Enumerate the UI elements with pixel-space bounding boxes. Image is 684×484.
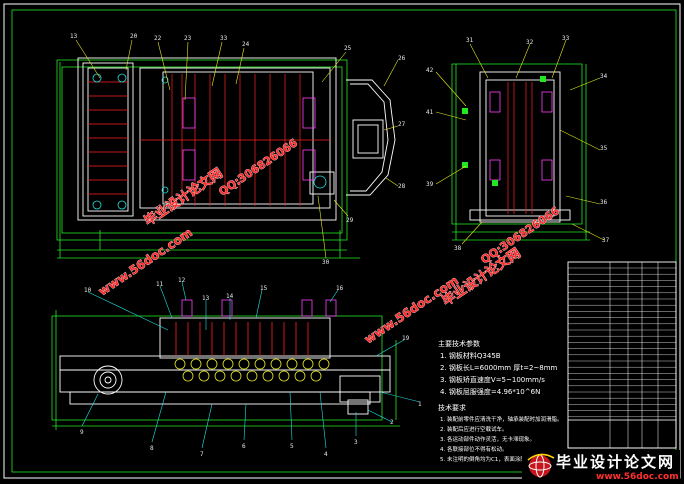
- part-label: 3: [354, 439, 358, 446]
- requirement-line: 4. 各联接部位不得有松动。: [440, 445, 508, 453]
- note-line: 4. 钢板屈服强度=4.96*10^6N: [440, 387, 540, 396]
- part-label: 12: [178, 277, 186, 284]
- part-label: 39: [426, 181, 434, 188]
- part-label: 35: [600, 145, 608, 152]
- part-label: 25: [344, 45, 352, 52]
- part-label: 1: [418, 401, 422, 408]
- part-label: 28: [398, 183, 406, 190]
- globe-logo-icon: [527, 453, 555, 478]
- part-label: 30: [322, 259, 330, 266]
- notes-title: 主要技术参数: [438, 339, 480, 348]
- part-label: 32: [526, 39, 534, 46]
- brand-url: www.56doc.com: [596, 472, 679, 482]
- part-label: 24: [242, 41, 250, 48]
- top-view-labels: 13 20 22 23 33 24 25 26 27 28 29 30: [70, 33, 406, 266]
- part-label: 4: [324, 451, 328, 458]
- part-label: 14: [226, 293, 234, 300]
- part-label: 8: [150, 445, 154, 452]
- requirement-line: 3. 各运动部件动作灵活，无卡滞现象。: [440, 435, 535, 443]
- part-label: 29: [346, 217, 354, 224]
- brand-name: 毕业设计论文网: [556, 453, 675, 471]
- requirement-line: 1. 装配前零件应清洗干净，轴承装配时加润滑脂。: [440, 415, 563, 423]
- part-label: 23: [184, 35, 192, 42]
- requirements-title: 技术要求: [438, 403, 466, 412]
- side-view-labels: 31 32 33 34 35 36 37 38 39 40 41 42: [426, 35, 610, 252]
- part-label: 34: [600, 73, 608, 80]
- part-label: 13: [202, 295, 210, 302]
- part-label: 15: [260, 285, 268, 292]
- note-line: 2. 钢板长L=6000mm 厚t=2~8mm: [440, 363, 558, 372]
- requirement-line: 2. 装配后应进行空载试车。: [440, 425, 508, 433]
- part-label: 38: [454, 245, 462, 252]
- part-label: 11: [156, 281, 164, 288]
- part-label: 7: [200, 451, 204, 458]
- part-label: 16: [336, 285, 344, 292]
- part-label: 13: [70, 33, 78, 40]
- note-line: 1. 钢板材料Q345B: [440, 351, 501, 360]
- part-label: 22: [154, 35, 162, 42]
- part-label: 37: [602, 237, 610, 244]
- top-view: 13 20 22 23 33 24 25 26 27 28 29 30: [56, 33, 406, 266]
- part-label: 27: [398, 121, 406, 128]
- requirement-line: 5. 未注明的倒角均为C1，表面涂防锈漆。: [440, 455, 542, 463]
- part-label: 9: [80, 429, 84, 436]
- title-block: [567, 261, 677, 449]
- part-label: 2: [390, 419, 394, 426]
- part-label: 20: [130, 33, 138, 40]
- technical-notes: 主要技术参数 1. 钢板材料Q345B 2. 钢板长L=6000mm 厚t=2~…: [438, 339, 563, 463]
- drawing-frame: [3, 3, 681, 479]
- front-view: 1 2 3 4 5 6 7 8 9 10 11 12 13 14 15 16 1…: [51, 277, 422, 458]
- footer-brand: 毕业设计论文网 www.56doc.com: [522, 450, 680, 482]
- part-label: 41: [426, 109, 434, 116]
- part-label: 10: [84, 287, 92, 294]
- part-label: 5: [290, 443, 294, 450]
- note-line: 3. 钢板矫直速度V=5~100mm/s: [440, 375, 545, 384]
- part-label: 33: [220, 35, 228, 42]
- part-label: 36: [600, 199, 608, 206]
- front-view-labels: 1 2 3 4 5 6 7 8 9 10 11 12 13 14 15 16 1…: [80, 277, 422, 458]
- part-label: 26: [398, 55, 406, 62]
- part-label: 6: [242, 443, 246, 450]
- part-label: 42: [426, 67, 434, 74]
- side-view: 31 32 33 34 35 36 37 38 39 40 41 42: [426, 35, 610, 252]
- part-label: 31: [466, 37, 474, 44]
- part-label: 33: [562, 35, 570, 42]
- part-label: 19: [402, 335, 410, 342]
